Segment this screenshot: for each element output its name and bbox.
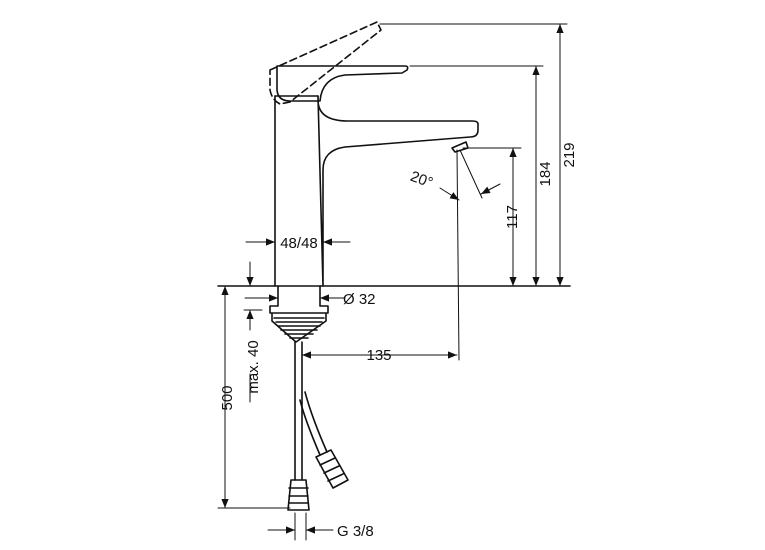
- dim-drain-diameter-label: Ø 32: [343, 291, 376, 308]
- dim-angle-arrow-2: [480, 183, 501, 195]
- dim-angle-arrow-1: [439, 187, 460, 201]
- dim-body-width-label: 48/48: [280, 235, 318, 252]
- dim-spout-angle-label: 20°: [408, 168, 435, 192]
- hose-bent-fitting: [315, 449, 349, 489]
- dim-connection-thread-label: G 3/8: [337, 523, 374, 540]
- drain-thread: [273, 317, 325, 339]
- dim-hose-length-label: 500: [219, 385, 236, 410]
- dim-max-thickness-label: max. 40: [245, 340, 262, 393]
- lever-handle: [276, 65, 409, 102]
- drain-nut: [269, 285, 329, 314]
- dim-lever-height-label: 184: [537, 161, 554, 186]
- dim-total-height-label: 219: [561, 142, 578, 167]
- lever-open-position: [269, 21, 382, 105]
- hose-fitting-lower: [287, 479, 310, 511]
- hose-straight: [294, 341, 303, 481]
- drain-thread-outline: [271, 313, 327, 343]
- extension-lines: [217, 23, 568, 541]
- dim-spout-height-label: 117: [504, 205, 521, 229]
- faucet-body-outline: [274, 95, 479, 287]
- hose-bent: [299, 391, 328, 456]
- dim-spout-reach-label: 135: [366, 347, 391, 364]
